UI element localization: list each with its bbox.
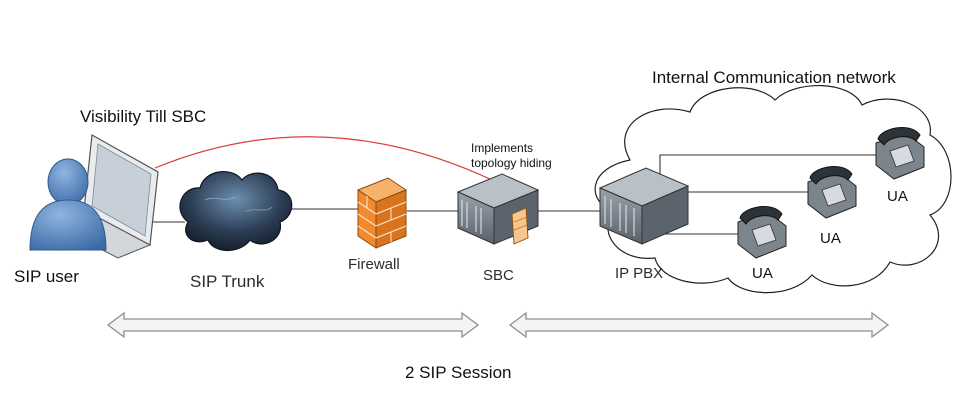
internal-network-cloud: [594, 84, 952, 294]
session-arrow-right: [508, 311, 890, 339]
desk-phone-icon: [737, 205, 787, 259]
desk-phone-icon: [807, 165, 857, 219]
session-arrow-left: [106, 311, 480, 339]
implements-label-line2: topology hiding: [471, 156, 552, 170]
firewall-label: Firewall: [348, 256, 400, 273]
ua-label: UA: [820, 230, 841, 247]
visibility-arc: [154, 136, 493, 181]
ua-label: UA: [887, 188, 908, 205]
sip-user-label: SIP user: [14, 267, 79, 286]
sip-trunk-label: SIP Trunk: [190, 272, 265, 291]
ua-label: UA: [752, 265, 773, 282]
network-title: Internal Communication network: [652, 68, 896, 87]
sbc-server-icon: [456, 173, 540, 245]
visibility-label: Visibility Till SBC: [80, 107, 207, 126]
ip-pbx-label: IP PBX: [615, 265, 664, 282]
ip-pbx-server-icon: [598, 167, 690, 245]
user-with-laptop-icon: [29, 134, 159, 259]
desk-phone-icon: [875, 126, 925, 180]
session-label: 2 SIP Session: [405, 363, 512, 382]
sbc-label: SBC: [483, 267, 514, 284]
brick-wall-icon: [356, 177, 408, 249]
implements-label-line1: Implements: [471, 141, 534, 155]
storm-cloud-icon: [179, 171, 293, 252]
